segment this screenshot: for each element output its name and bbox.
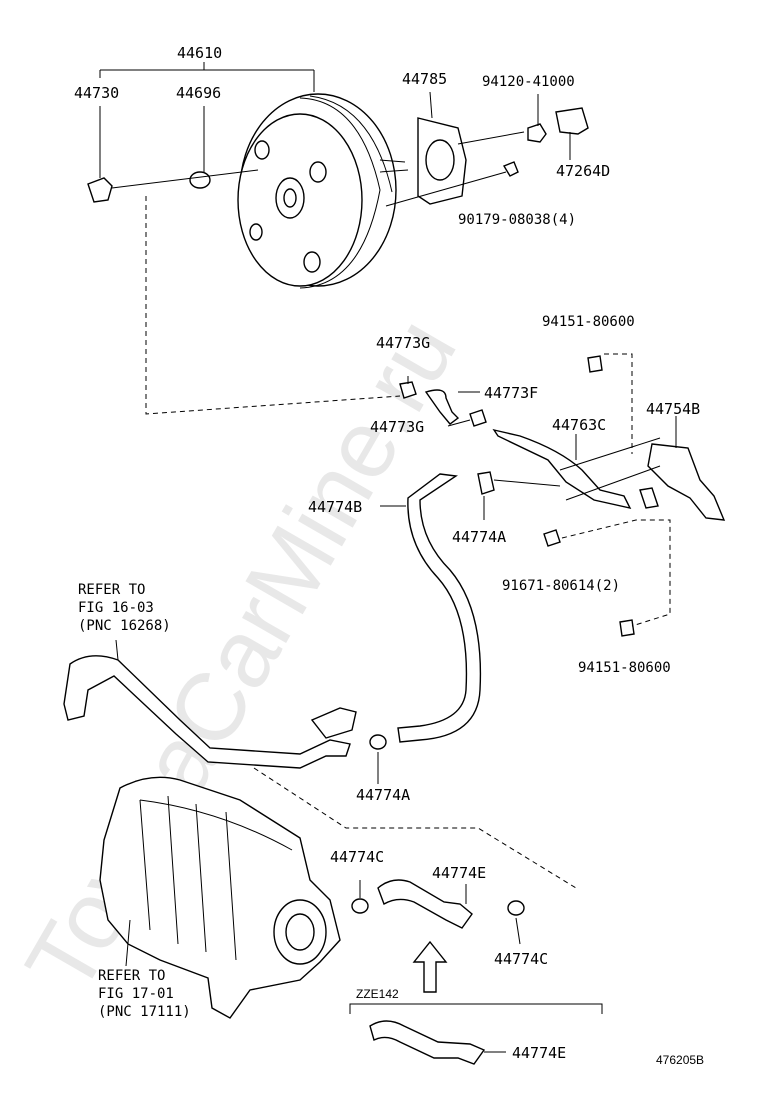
nut-94151-bot	[619, 619, 635, 637]
label-47264D: 47264D	[556, 162, 610, 180]
label-44763C: 44763C	[552, 416, 606, 434]
ref-fig17-line3: (PNC 17111)	[98, 1004, 191, 1020]
arrow-up-icon	[412, 940, 448, 993]
brake-booster-44610	[237, 93, 409, 289]
label-94120-41000: 94120-41000	[482, 74, 575, 90]
label-44696: 44696	[176, 84, 221, 102]
label-94151-80600-top: 94151-80600	[542, 314, 635, 330]
ref-fig17-line2: FIG 17-01	[98, 986, 174, 1002]
ref-fig17-line1: REFER TO	[98, 968, 165, 984]
label-44774C-left: 44774C	[330, 848, 384, 866]
hose-44774E-mid	[377, 879, 473, 929]
label-94151-80600-bot: 94151-80600	[578, 660, 671, 676]
nut-90179	[502, 161, 519, 177]
diagram-id: 476205B	[656, 1053, 704, 1067]
clip-47264D	[555, 107, 589, 135]
label-44774A-low: 44774A	[356, 786, 410, 804]
clamp-44773G-mid	[469, 409, 487, 427]
label-44774E-bot: 44774E	[512, 1044, 566, 1062]
ref-fig16-line1: REFER TO	[78, 582, 145, 598]
label-44773F: 44773F	[484, 384, 538, 402]
ref-fig16-line3: (PNC 16268)	[78, 618, 171, 634]
label-44774A-mid: 44774A	[452, 528, 506, 546]
label-44774C-right: 44774C	[494, 950, 548, 968]
hose-44773F	[424, 389, 460, 425]
clamp-44774C-left	[351, 898, 369, 914]
clamp-44774C-right	[507, 900, 525, 916]
vacuum-pipe	[63, 655, 357, 769]
label-91671-80614: 91671-80614(2)	[502, 578, 620, 594]
hose-44774B	[397, 473, 482, 743]
label-44730: 44730	[74, 84, 119, 102]
label-44774E-mid: 44774E	[432, 864, 486, 882]
intake-manifold	[99, 776, 341, 1019]
nut-44696	[189, 171, 211, 189]
label-44773G-top: 44773G	[376, 334, 430, 352]
label-90179-08038: 90179-08038(4)	[458, 212, 576, 228]
label-44773G-mid: 44773G	[370, 418, 424, 436]
hose-44774E-bot	[369, 1020, 486, 1065]
label-44774B: 44774B	[308, 498, 362, 516]
label-44610: 44610	[177, 44, 222, 62]
nut-94151-top	[587, 355, 603, 373]
variant-label: ZZE142	[356, 987, 399, 1001]
nut-94120	[527, 123, 547, 143]
variant-bracket	[349, 1003, 603, 1014]
clamp-44774A-mid	[477, 471, 495, 495]
clamp-44774A-low	[369, 734, 387, 750]
ref-fig16-line2: FIG 16-03	[78, 600, 154, 616]
label-44785: 44785	[402, 70, 447, 88]
label-44754B: 44754B	[646, 400, 700, 418]
clevis-44730	[87, 177, 113, 203]
gasket-44785	[417, 117, 467, 205]
bolt-91671	[543, 529, 561, 547]
bracket-44754B	[639, 443, 726, 521]
